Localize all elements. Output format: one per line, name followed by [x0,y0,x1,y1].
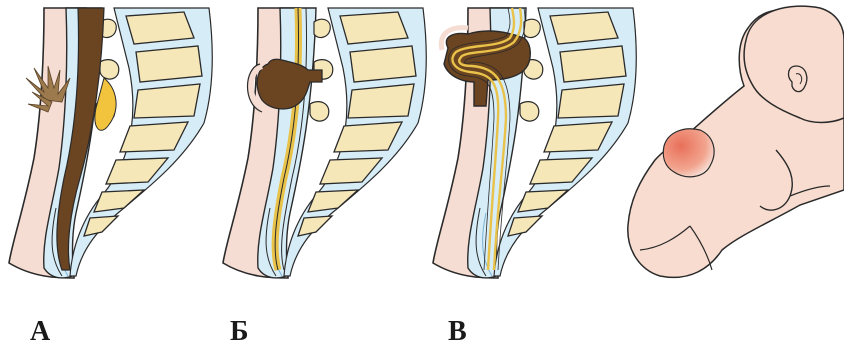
panel-label-a: А [30,318,50,346]
panel-label-b: Б [230,318,249,346]
back-lesion [663,129,714,177]
panel-label-v: В [448,318,467,346]
panel-a-spine [9,8,212,278]
panel-b-spine [223,8,426,278]
infant-figure [628,6,844,277]
panel-v-spine [433,8,636,278]
